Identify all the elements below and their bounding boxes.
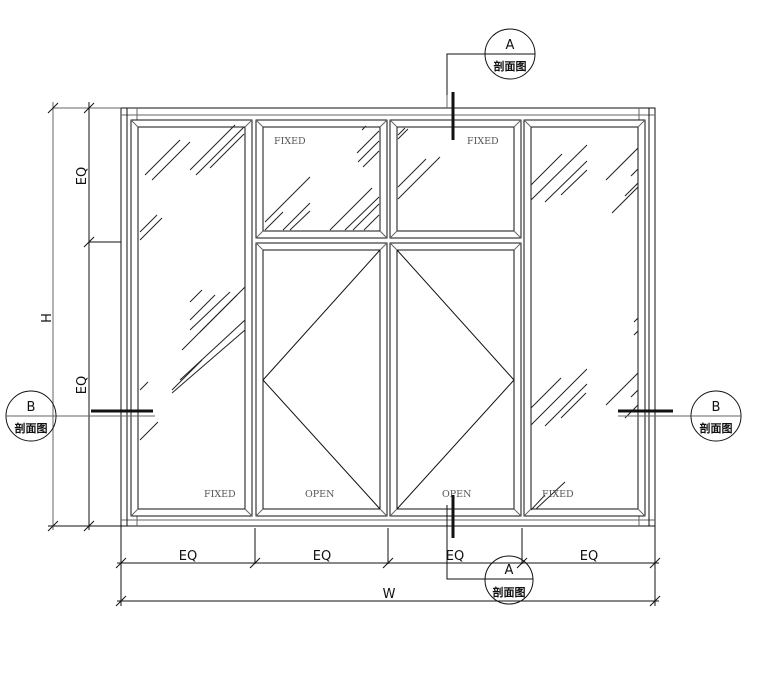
- dim-w: W: [383, 587, 396, 602]
- section-a-bottom-caption: 剖面图: [493, 585, 526, 599]
- section-marker-a-bottom: [446, 495, 534, 605]
- section-b-right-letter: B: [712, 400, 721, 415]
- panel-top-mid-right-fixed: [389, 119, 522, 239]
- label-open-right: OPEN: [442, 489, 471, 500]
- vertical-dimension-lines: [47, 102, 121, 532]
- label-right-fixed: FIXED: [542, 489, 574, 500]
- dim-eq-3: EQ: [446, 549, 464, 564]
- panel-top-mid-left-fixed: [255, 119, 388, 239]
- section-marker-a-top: [446, 28, 536, 140]
- section-b-left-caption: 剖面图: [15, 421, 48, 435]
- section-b-right-caption: 剖面图: [700, 421, 733, 435]
- outer-frame: [120, 107, 656, 527]
- section-a-top-caption: 剖面图: [494, 59, 527, 73]
- panel-bottom-mid-left-open: [255, 242, 388, 517]
- section-marker-b-right: [618, 390, 742, 442]
- horizontal-dimension-lines: [115, 526, 661, 607]
- dim-eq-4: EQ: [580, 549, 598, 564]
- dim-h: H: [40, 313, 55, 323]
- dim-eq-2: EQ: [313, 549, 331, 564]
- section-b-left-letter: B: [27, 400, 36, 415]
- panel-right-fixed: [523, 119, 646, 517]
- dim-eq-top: EQ: [75, 167, 90, 185]
- label-top-mid-right-fixed: FIXED: [467, 136, 499, 147]
- dim-eq-1: EQ: [179, 549, 197, 564]
- section-a-top-letter: A: [506, 38, 515, 53]
- section-a-bottom-letter: A: [505, 563, 514, 578]
- label-top-mid-left-fixed: FIXED: [274, 136, 306, 147]
- section-circle-icon: [484, 555, 534, 605]
- label-left-fixed: FIXED: [204, 489, 236, 500]
- section-marker-b-left: [5, 390, 155, 442]
- panel-bottom-mid-right-open: [389, 242, 522, 517]
- label-open-left: OPEN: [305, 489, 334, 500]
- dim-eq-bottom: EQ: [75, 376, 90, 394]
- panel-left-fixed: [130, 119, 253, 517]
